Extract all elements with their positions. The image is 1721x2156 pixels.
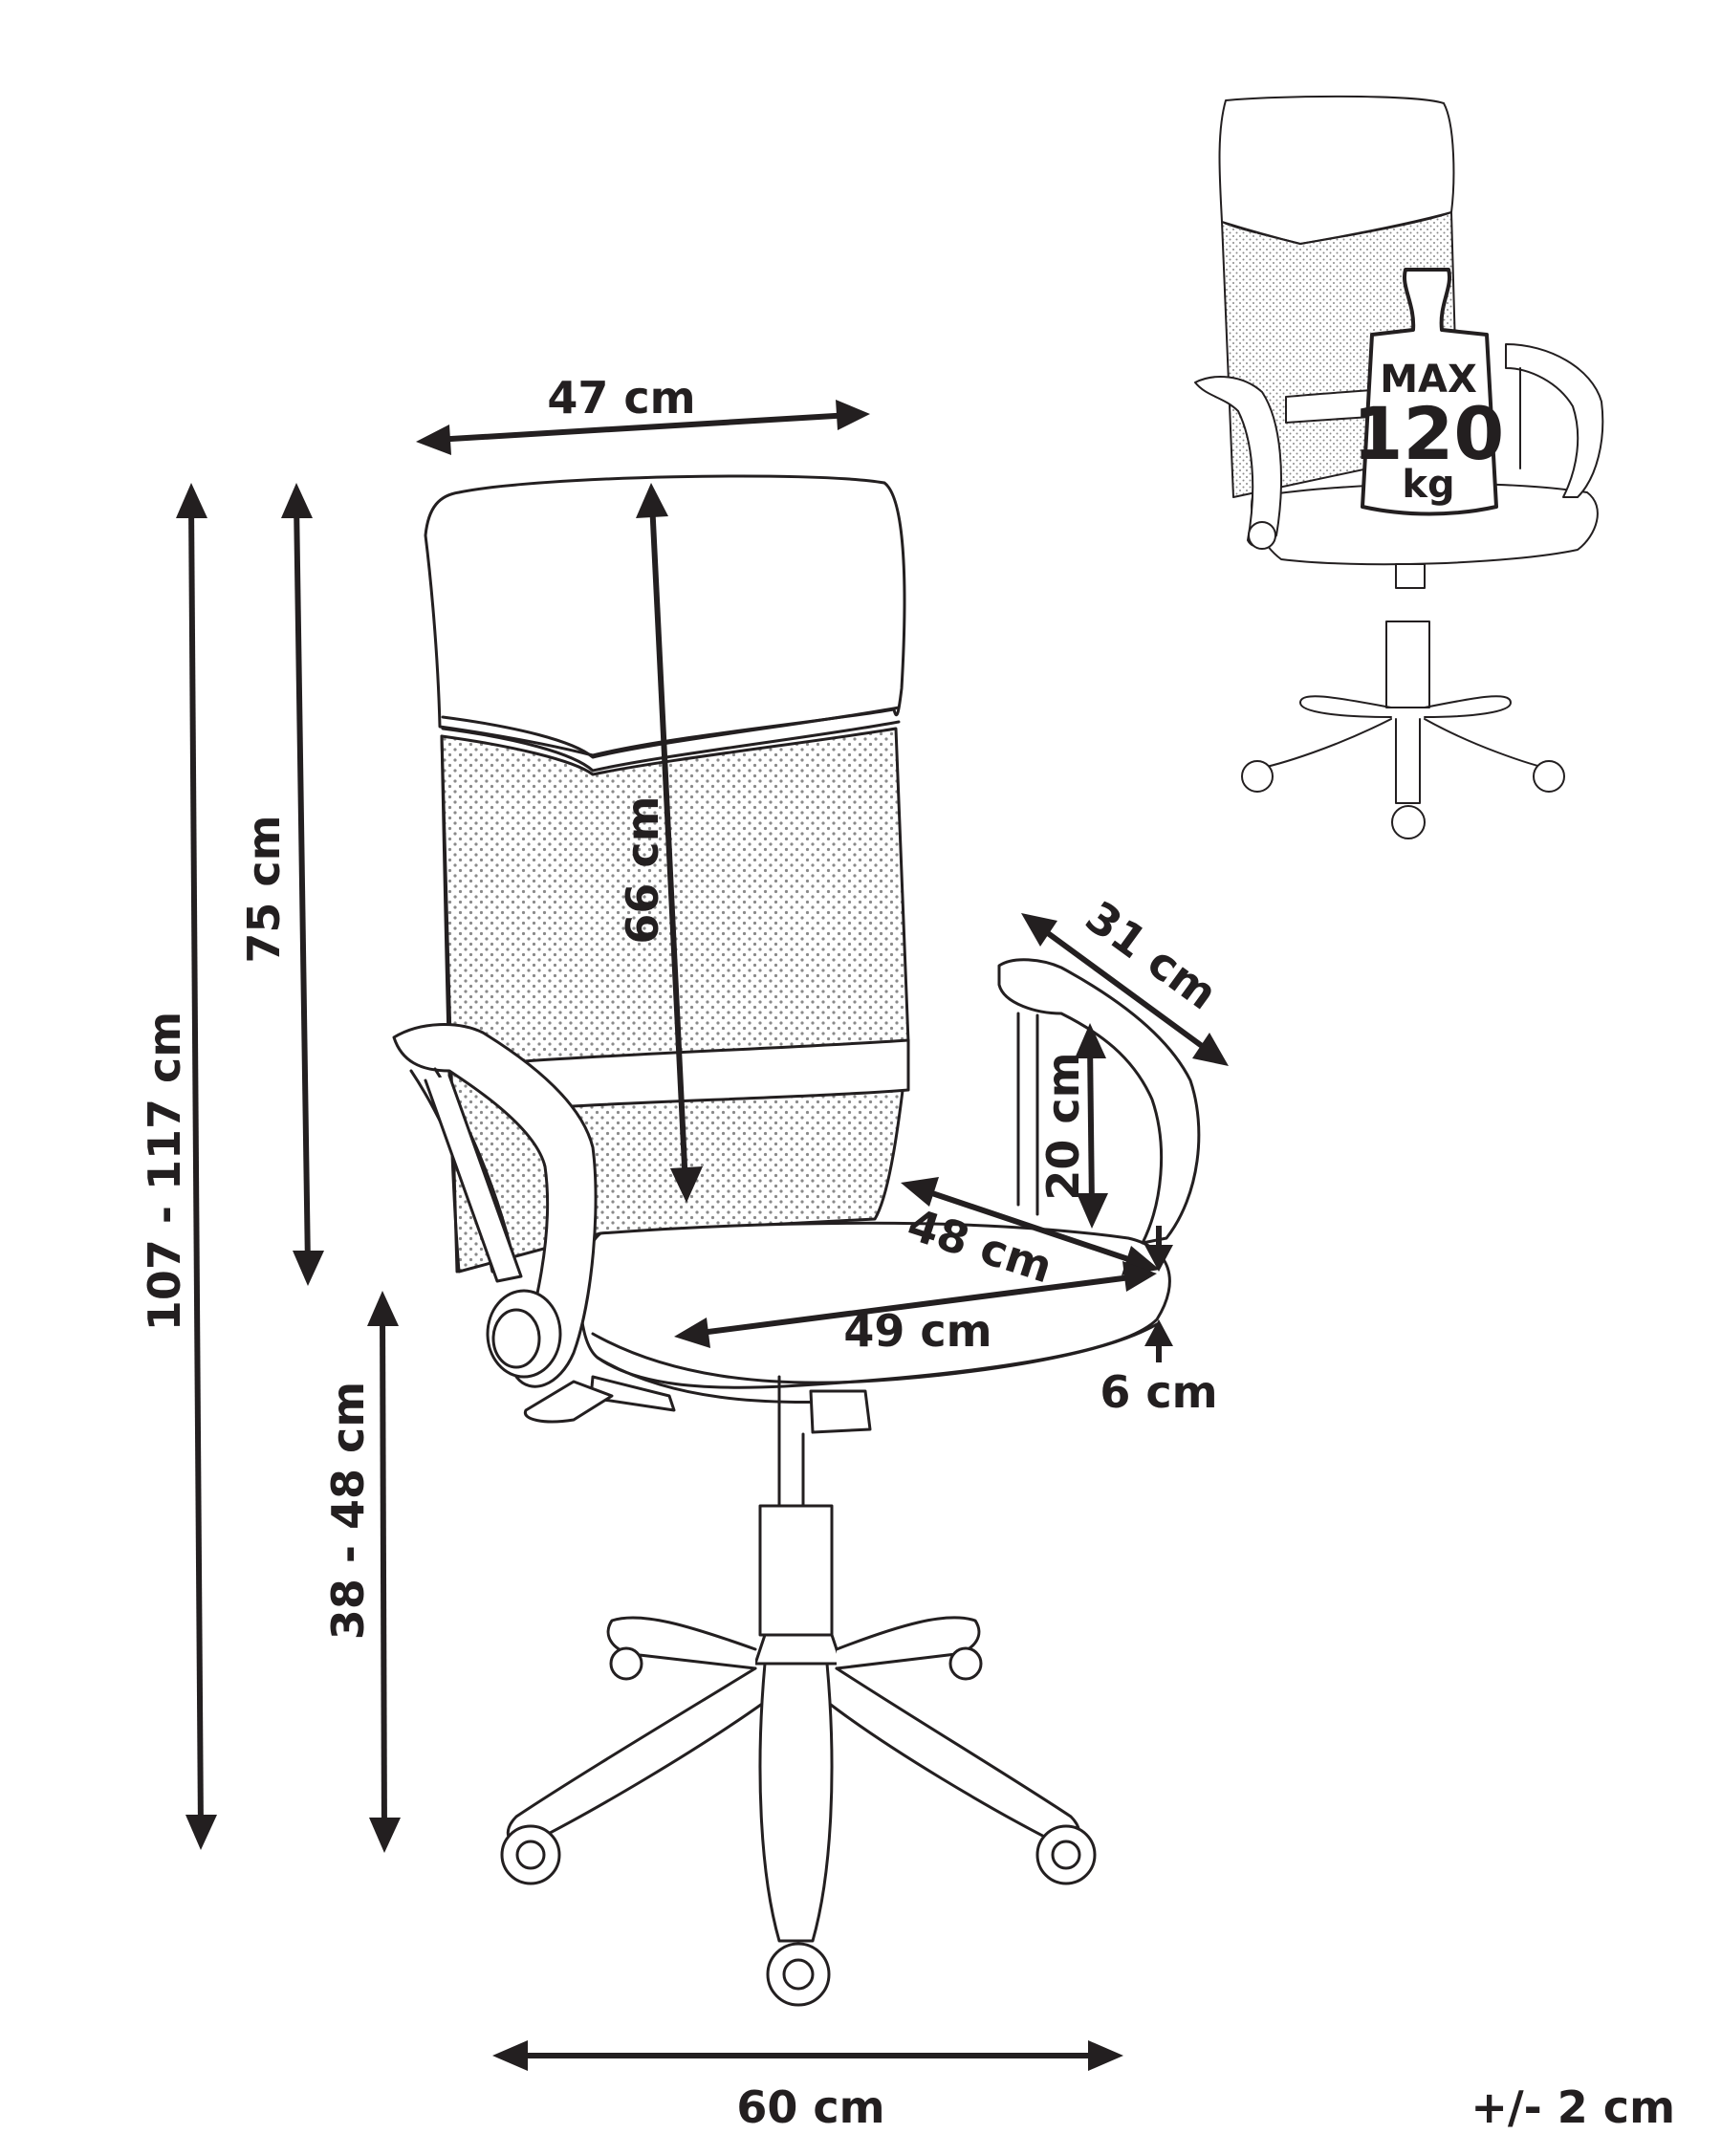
label-seat-height: 38 - 48 cm	[322, 1382, 374, 1640]
dim-line-backrest-width	[434, 412, 852, 443]
dim-line-seat-to-top	[294, 501, 311, 1268]
main-chair-drawing	[392, 474, 1201, 2007]
label-seat-to-top: 75 cm	[238, 815, 290, 963]
gas-lift-collar	[809, 1389, 872, 1434]
left-armrest	[392, 1023, 598, 1388]
max-label: MAX	[1380, 358, 1477, 402]
max-load-weight-icon: MAX 120 kg	[1353, 268, 1505, 516]
gas-lift-cylinder	[758, 1504, 834, 1637]
label-backrest-width: 47 cm	[547, 372, 695, 424]
label-armrest-height: 20 cm	[1037, 1052, 1089, 1200]
dim-line-seat-width	[692, 1274, 1139, 1337]
label-base-width: 60 cm	[736, 2081, 884, 2133]
dim-line-total-height	[188, 501, 204, 1832]
label-seat-width: 49 cm	[843, 1305, 991, 1357]
dim-line-armrest-length	[1035, 923, 1214, 1056]
right-armrest	[997, 958, 1201, 1245]
dim-line-backrest-height	[649, 501, 688, 1187]
label-total-height: 107 - 117 cm	[139, 1012, 190, 1331]
label-backrest-height: 66 cm	[617, 795, 668, 944]
dim-line-seat-depth	[917, 1186, 1144, 1267]
dim-line-seat-height	[380, 1309, 387, 1835]
lumbar-band	[522, 1038, 910, 1111]
max-unit: kg	[1402, 463, 1454, 507]
star-base	[753, 1633, 843, 1666]
tolerance-note: +/- 2 cm	[1470, 2081, 1675, 2133]
caster-wheels	[500, 1646, 1097, 2007]
max-value: 120	[1353, 391, 1505, 476]
dim-line-armrest-height	[1087, 1041, 1095, 1210]
label-seat-thickness: 6 cm	[1100, 1366, 1217, 1418]
dimension-lines	[176, 400, 1229, 2071]
